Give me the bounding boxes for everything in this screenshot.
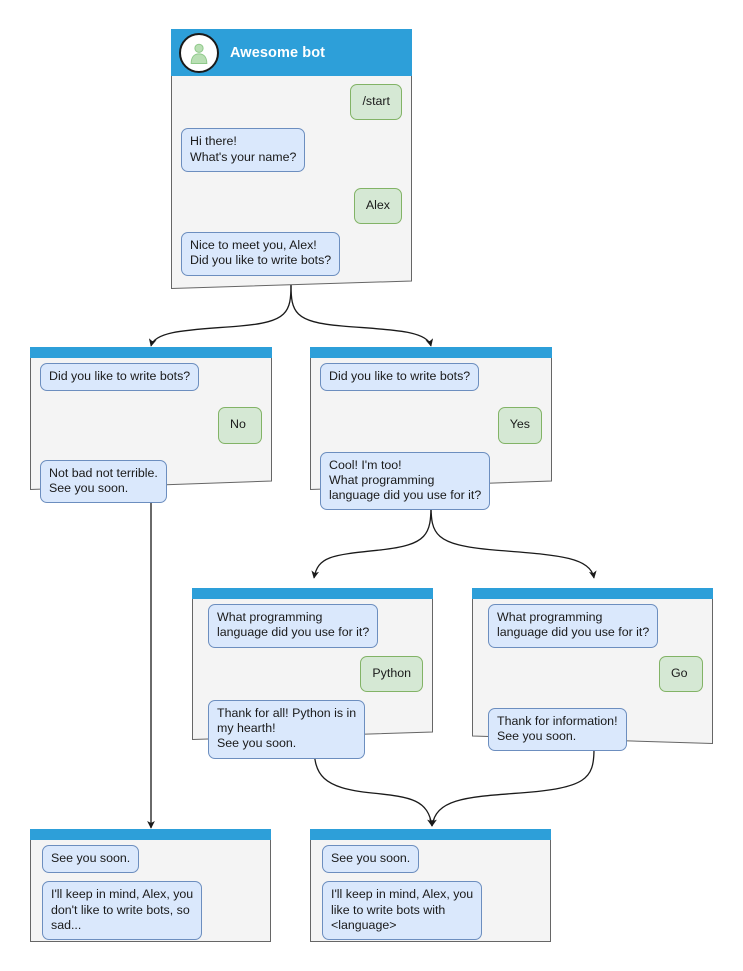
- node-language-go-header: [472, 588, 713, 599]
- message-bubble-user: Go: [659, 655, 703, 692]
- edge-yes-to-python: [311, 503, 432, 579]
- bot-name-label: Awesome bot: [230, 44, 326, 61]
- node-language-go[interactable]: What programming language did you use fo…: [472, 588, 713, 752]
- node-language-go-chat: What programming language did you use fo…: [472, 599, 713, 752]
- node-end-sad-chat: See you soon. I'll keep in mind, Alex, y…: [30, 840, 271, 942]
- node-answer-yes-header: [310, 347, 552, 358]
- message-bubble-bot: Cool! I'm too! What programming language…: [320, 451, 491, 511]
- node-start-header: Awesome bot: [171, 29, 412, 76]
- node-answer-no[interactable]: Did you like to write bots? No Not bad n…: [30, 347, 272, 504]
- message-bubble-bot: What programming language did you use fo…: [208, 604, 379, 648]
- message-bubble-bot: What programming language did you use fo…: [488, 604, 659, 648]
- message-bubble-bot: I'll keep in mind, Alex, you like to wri…: [322, 881, 483, 941]
- message-bubble-bot: See you soon.: [322, 845, 420, 874]
- edge-yes-to-go: [430, 503, 597, 579]
- node-start[interactable]: Awesome bot /start Hi there! What's your…: [171, 29, 412, 289]
- node-end-happy-header: [310, 829, 551, 840]
- message-bubble-bot: Hi there! What's your name?: [181, 128, 306, 172]
- node-end-sad-header: [30, 829, 271, 840]
- node-language-python[interactable]: What programming language did you use fo…: [192, 588, 433, 759]
- message-bubble-bot: Thank for all! Python is in my hearth! S…: [208, 699, 366, 759]
- node-end-sad[interactable]: See you soon. I'll keep in mind, Alex, y…: [30, 829, 271, 942]
- node-end-happy[interactable]: See you soon. I'll keep in mind, Alex, y…: [310, 829, 551, 942]
- edge-start-to-yes: [290, 283, 434, 347]
- node-answer-yes[interactable]: Did you like to write bots? Yes Cool! I'…: [310, 347, 552, 511]
- node-language-python-chat: What programming language did you use fo…: [192, 599, 433, 759]
- message-bubble-user: Alex: [353, 187, 402, 225]
- message-bubble-bot: See you soon.: [42, 845, 140, 874]
- node-language-python-header: [192, 588, 433, 599]
- person-avatar-icon: [179, 32, 219, 73]
- node-end-happy-chat: See you soon. I'll keep in mind, Alex, y…: [310, 840, 551, 942]
- message-bubble-bot: Did you like to write bots?: [320, 363, 480, 392]
- node-answer-no-chat: Did you like to write bots? No Not bad n…: [30, 358, 272, 504]
- node-start-chat: /start Hi there! What's your name? Alex …: [171, 76, 412, 289]
- message-bubble-bot: Nice to meet you, Alex! Did you like to …: [181, 232, 341, 276]
- message-bubble-user: No: [218, 407, 262, 444]
- edge-go-to-end-happy: [429, 748, 595, 827]
- edge-start-to-no: [148, 283, 292, 347]
- message-bubble-user: /start: [350, 84, 402, 121]
- message-bubble-bot: Not bad not terrible. See you soon.: [40, 459, 167, 504]
- message-bubble-bot: Thank for information! See you soon.: [488, 707, 627, 752]
- message-bubble-user: Python: [360, 655, 423, 692]
- node-answer-yes-chat: Did you like to write bots? Yes Cool! I'…: [310, 358, 552, 511]
- node-answer-no-header: [30, 347, 272, 358]
- message-bubble-bot: I'll keep in mind, Alex, you don't like …: [42, 881, 203, 941]
- message-bubble-bot: Did you like to write bots?: [40, 363, 200, 392]
- message-bubble-user: Yes: [497, 407, 542, 444]
